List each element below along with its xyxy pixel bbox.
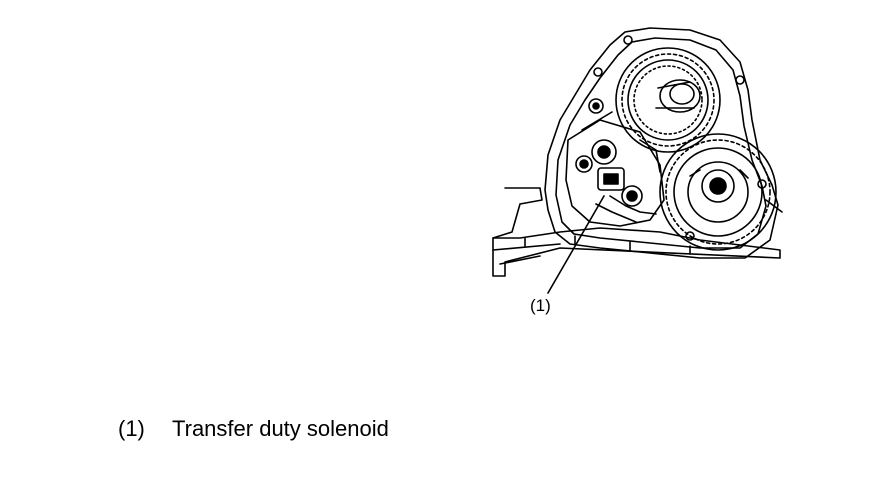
- callout-number-1: (1): [530, 296, 551, 315]
- legend-item-number: (1): [118, 416, 145, 441]
- lower-driven-gear: [659, 133, 777, 251]
- callout-leader-line: [547, 195, 605, 294]
- lower-housing: [492, 187, 781, 277]
- legend-item-text: Transfer duty solenoid: [172, 416, 389, 441]
- upper-drive-gear: [615, 47, 721, 153]
- case-outline: [544, 27, 783, 259]
- legend-item: (1) Transfer duty solenoid: [118, 415, 389, 443]
- valve-body-cluster: [565, 98, 665, 227]
